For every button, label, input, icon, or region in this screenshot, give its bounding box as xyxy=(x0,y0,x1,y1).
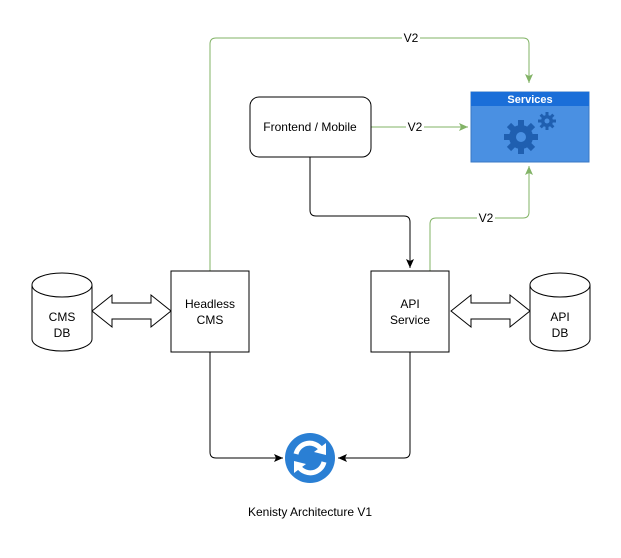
api-db-label-line1: API xyxy=(550,310,569,324)
services-title: Services xyxy=(507,94,552,106)
api-service-node[interactable]: API Service xyxy=(370,270,450,353)
api-db-node[interactable]: API DB xyxy=(529,272,591,352)
api-db-label-line2: DB xyxy=(552,326,569,340)
diagram-caption: Kenisty Architecture V1 xyxy=(248,505,372,519)
api-service-label-line1: API xyxy=(400,297,419,311)
services-node[interactable]: Services xyxy=(470,91,590,163)
cms-db-node[interactable]: CMS DB xyxy=(31,272,93,352)
double-arrow-cmsdb-cms xyxy=(91,293,172,329)
cms-db-label-line1: CMS xyxy=(49,310,76,324)
edge-label-cms-v2: V2 xyxy=(404,31,419,45)
edge-api-to-sync xyxy=(338,352,411,462)
cms-db-label-line2: DB xyxy=(54,326,71,340)
edge-cms-to-sync xyxy=(209,352,283,462)
sync-icon[interactable] xyxy=(285,433,335,483)
headless-cms-label-line1: Headless xyxy=(185,297,235,311)
edge-frontend-to-services: V2 xyxy=(371,120,468,134)
edge-label-frontend-v2: V2 xyxy=(408,120,423,134)
edge-frontend-to-api xyxy=(309,157,414,268)
headless-cms-node[interactable]: Headless CMS xyxy=(170,270,250,353)
api-service-label-line2: Service xyxy=(390,313,430,327)
edge-cms-to-services: V2 xyxy=(209,31,533,271)
frontend-mobile-label: Frontend / Mobile xyxy=(263,120,357,134)
edge-api-to-services: V2 xyxy=(429,166,533,271)
edge-label-api-v2: V2 xyxy=(479,211,494,225)
gears-icon xyxy=(504,112,556,154)
double-arrow-api-apidb xyxy=(450,293,531,329)
frontend-mobile-node[interactable]: Frontend / Mobile xyxy=(249,96,372,158)
headless-cms-label-line2: CMS xyxy=(197,313,224,327)
